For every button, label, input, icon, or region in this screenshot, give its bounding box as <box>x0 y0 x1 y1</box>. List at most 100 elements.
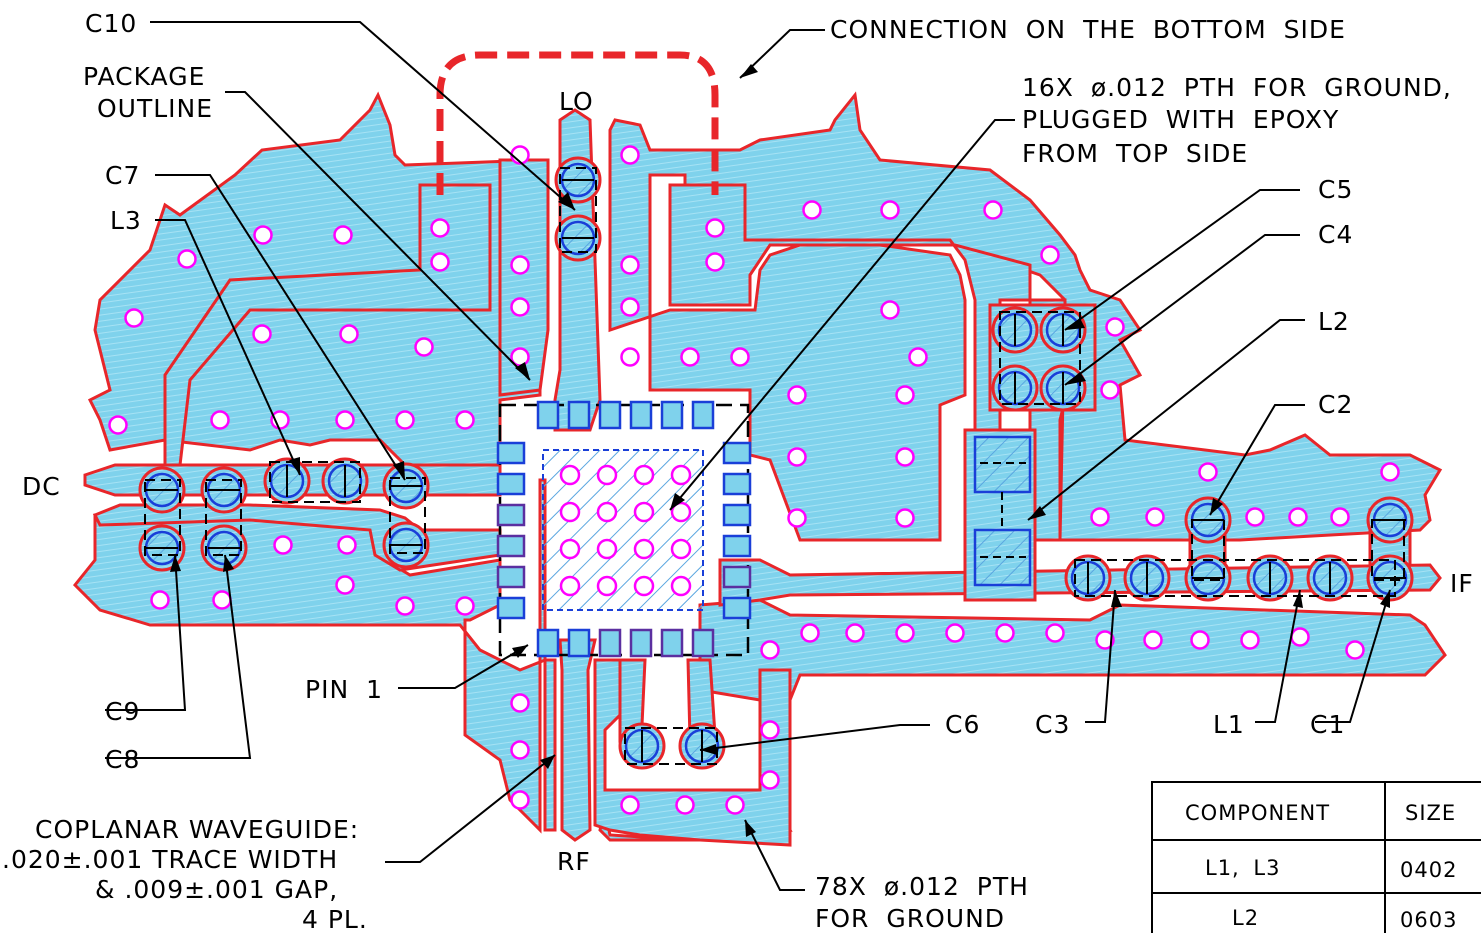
label-pth78: 78X ø.012 PTH <box>815 872 1029 901</box>
label-c3: C3 <box>1035 710 1070 739</box>
outline-c9 <box>144 479 181 556</box>
ground-via <box>210 410 230 430</box>
label-c7: C7 <box>105 161 140 190</box>
ground-via <box>1040 245 1060 265</box>
ground-via <box>414 337 434 357</box>
pad-left <box>496 596 526 620</box>
label-c4: C4 <box>1318 220 1353 249</box>
epoxy-plugged-via <box>633 575 655 597</box>
ground-via <box>1198 462 1218 482</box>
ground-via <box>1240 630 1260 650</box>
ground-via <box>908 347 928 367</box>
ground-via <box>895 447 915 467</box>
label-pth16: PLUGGED WITH EPOXY <box>1022 105 1339 134</box>
ground-via <box>177 249 197 269</box>
pad-right <box>722 596 752 620</box>
ground-via <box>730 347 750 367</box>
ground-via <box>675 795 695 815</box>
label-lo: LO <box>559 87 594 116</box>
ground-via <box>1095 630 1115 650</box>
pad-bottom <box>536 628 560 658</box>
label-c1: C1 <box>1310 710 1345 739</box>
component-outlines <box>144 167 1405 765</box>
label-connection: CONNECTION ON THE BOTTOM SIDE <box>830 15 1346 44</box>
epoxy-plugged-via <box>596 464 618 486</box>
label-package-outline: OUTLINE <box>97 94 213 123</box>
ground-via <box>725 795 745 815</box>
label-c6: C6 <box>945 710 980 739</box>
leader-lines <box>105 21 1391 891</box>
label-l2: L2 <box>1318 307 1350 336</box>
pad-top <box>598 400 622 430</box>
pad-right <box>722 503 752 527</box>
ground-via <box>510 255 530 275</box>
epoxy-plugged-via <box>559 501 581 523</box>
ground-via <box>1145 507 1165 527</box>
annotation-labels: C10 PACKAGE OUTLINE C7 L3 DC C9 C8 PIN 1… <box>2 9 1473 934</box>
ground-via <box>620 347 640 367</box>
label-pth16: 16X ø.012 PTH FOR GROUND, <box>1022 73 1452 102</box>
ground-via <box>333 225 353 245</box>
table-header-component: COMPONENT <box>1185 801 1330 825</box>
ground-via <box>150 590 170 610</box>
ground-via <box>760 720 780 740</box>
ground-via <box>620 795 640 815</box>
ground-via <box>455 596 475 616</box>
ground-via <box>335 410 355 430</box>
ground-via <box>880 300 900 320</box>
ground-via <box>510 740 530 760</box>
outline-c2 <box>1191 519 1225 581</box>
ground-via <box>108 415 128 435</box>
ground-via <box>430 252 450 272</box>
pad-right <box>722 534 752 558</box>
ground-via <box>760 640 780 660</box>
pad-bottom <box>567 628 591 658</box>
ground-via <box>455 410 475 430</box>
label-cpw: 4 PL. <box>302 905 368 933</box>
ground-via <box>1100 380 1120 400</box>
pad-top <box>629 400 653 430</box>
epoxy-plugged-via <box>670 464 692 486</box>
ground-via <box>1345 640 1365 660</box>
ground-via <box>1330 507 1350 527</box>
pad-left <box>496 472 526 496</box>
epoxy-plugged-via <box>596 575 618 597</box>
ground-via <box>620 255 640 275</box>
package-pads <box>496 400 752 658</box>
ground-via <box>1288 507 1308 527</box>
pad-right <box>722 441 752 465</box>
ground-via <box>895 508 915 528</box>
table-cell: L2 <box>1232 906 1259 930</box>
epoxy-plugged-via <box>633 464 655 486</box>
label-cpw: & .009±.001 GAP, <box>95 875 338 904</box>
label-c5: C5 <box>1318 175 1353 204</box>
ground-via <box>252 324 272 344</box>
ground-via <box>510 297 530 317</box>
pad-left <box>496 503 526 527</box>
ground-via <box>1190 630 1210 650</box>
outline-c7 <box>389 477 426 554</box>
pad-bottom <box>660 628 684 658</box>
label-c9: C9 <box>105 697 140 726</box>
ground-via <box>983 200 1003 220</box>
label-pin1: PIN 1 <box>305 675 383 704</box>
bottom-side-connection <box>436 51 719 195</box>
ground-via <box>787 508 807 528</box>
table-header-size: SIZE <box>1405 801 1456 825</box>
leader-arrowheads <box>170 64 1390 837</box>
ground-via <box>995 623 1015 643</box>
ground-via <box>705 218 725 238</box>
ground-via <box>395 596 415 616</box>
ground-vias <box>108 145 1400 815</box>
trace-rf <box>558 638 597 842</box>
pad-top <box>567 400 591 430</box>
ground-via <box>1245 507 1265 527</box>
label-pth16: FROM TOP SIDE <box>1022 139 1248 168</box>
ground-via <box>212 590 232 610</box>
package-outline <box>498 403 750 657</box>
ground-via <box>845 623 865 643</box>
ground-via <box>430 218 450 238</box>
pad-right <box>722 472 752 496</box>
